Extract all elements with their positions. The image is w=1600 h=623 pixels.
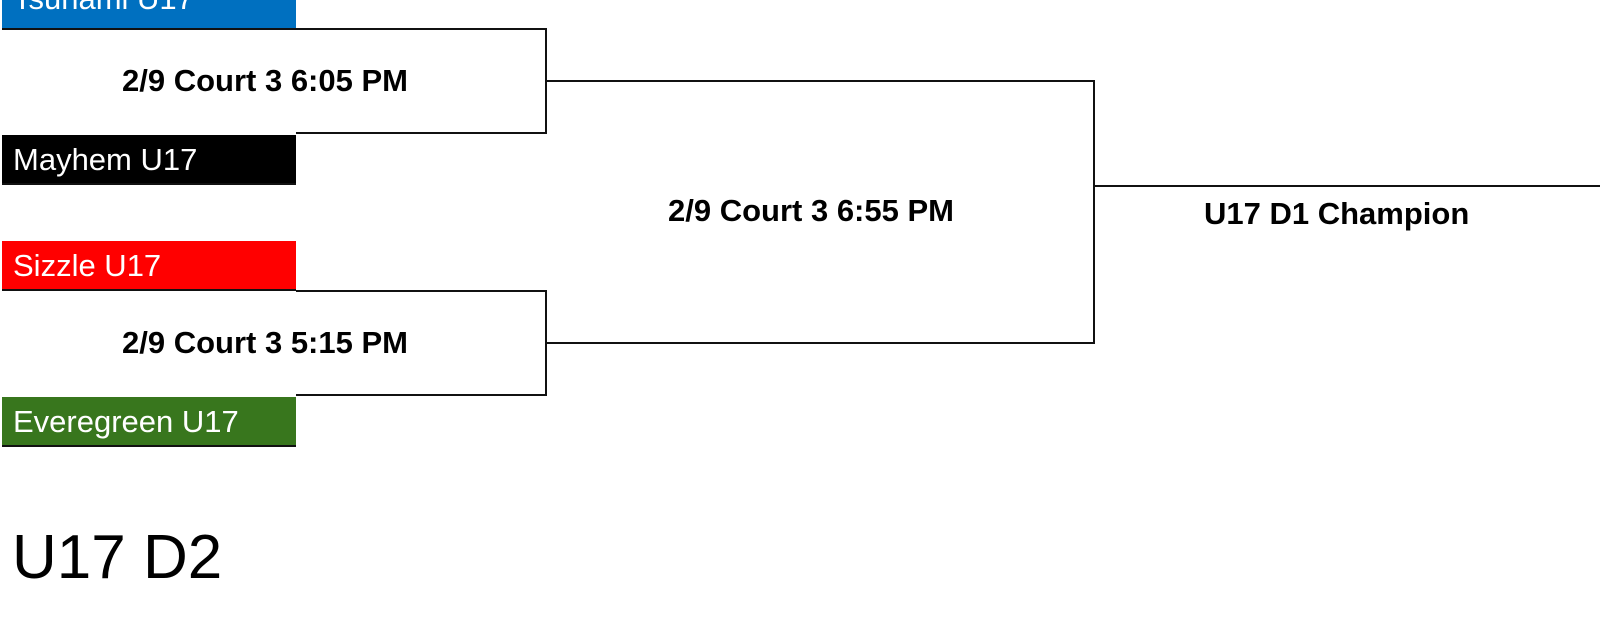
final-match-label: 2/9 Court 3 6:55 PM (668, 193, 954, 228)
team-name: Everegreen U17 (13, 404, 239, 439)
team-name: Sizzle U17 (13, 248, 162, 283)
section-title: U17 D2 (12, 523, 223, 592)
team-slot-mayhem: Mayhem U17 (2, 135, 296, 185)
team-slot-sizzle: Sizzle U17 (2, 241, 296, 291)
match-2-label: 2/9 Court 3 5:15 PM (122, 325, 408, 360)
team-slot-everegreen: Everegreen U17 (2, 397, 296, 447)
team-name: Tsunami U17 (13, 0, 194, 16)
match-1-label: 2/9 Court 3 6:05 PM (122, 63, 408, 98)
team-slot-tsunami: Tsunami U17 (2, 0, 296, 30)
final-bracket-line (546, 80, 1095, 344)
team-name: Mayhem U17 (13, 142, 198, 177)
champion-label: U17 D1 Champion (1204, 196, 1470, 231)
